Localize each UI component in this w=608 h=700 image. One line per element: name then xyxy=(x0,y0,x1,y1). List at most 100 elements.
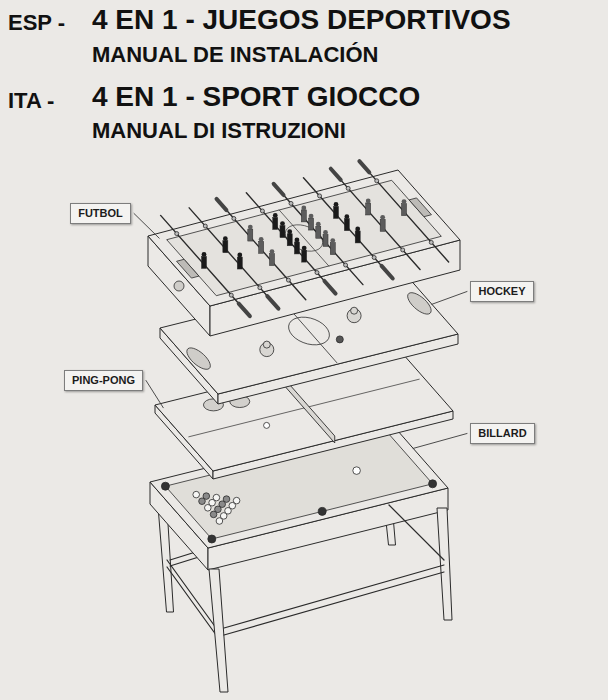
player-head xyxy=(334,202,339,207)
player-head xyxy=(248,225,253,230)
foosball-rod xyxy=(246,193,334,292)
rod-handle xyxy=(217,199,227,210)
foosball-player xyxy=(287,234,292,246)
rod-handle xyxy=(239,304,250,317)
player-head xyxy=(295,238,300,243)
player-head xyxy=(302,246,307,251)
foosball-player xyxy=(301,210,306,222)
player-head xyxy=(309,214,314,219)
language-code: ITA - xyxy=(8,90,54,112)
ball-return-hole xyxy=(174,281,184,291)
player-head xyxy=(287,229,292,234)
leader-line xyxy=(413,434,467,449)
billiard-ball xyxy=(205,505,212,512)
player-head xyxy=(270,249,275,254)
hockey-center-circle xyxy=(289,317,330,345)
rod-bumper xyxy=(429,240,433,244)
rod-bumper xyxy=(315,271,319,275)
table-leg xyxy=(209,569,228,692)
leader-line xyxy=(146,381,163,408)
billiard-pocket xyxy=(429,480,437,488)
callout-label: HOCKEY xyxy=(478,285,525,297)
rod-bumper xyxy=(175,232,179,236)
rod-handle xyxy=(267,296,278,309)
foosball-player xyxy=(366,203,371,215)
ping-pong-ball xyxy=(264,422,270,428)
player-head xyxy=(316,222,321,227)
foosball-rod xyxy=(275,185,363,284)
foosball-player xyxy=(280,226,285,238)
foosball-player xyxy=(316,226,321,238)
billiard-ball xyxy=(210,511,217,518)
foosball-rod xyxy=(218,200,306,299)
foosball-player xyxy=(269,254,274,266)
callout-box: PING-PONG xyxy=(64,370,143,391)
leg-brace xyxy=(224,572,444,635)
foosball-player xyxy=(330,243,335,255)
rod-bumper xyxy=(344,263,348,267)
foosball-player xyxy=(237,257,242,269)
rod-bumper xyxy=(286,278,290,282)
callout-label: BILLARD xyxy=(478,427,526,439)
hockey-mallet-handle xyxy=(351,307,358,314)
rod-handle xyxy=(382,266,393,279)
foosball-player xyxy=(309,218,314,230)
rod-handle xyxy=(324,281,335,294)
foosball-table xyxy=(148,161,460,336)
billiard-ball xyxy=(199,498,206,505)
rod-bumper xyxy=(289,201,293,205)
player-head xyxy=(330,238,335,243)
callout-box: HOCKEY xyxy=(470,281,534,302)
hockey-goal xyxy=(187,348,210,369)
player-head xyxy=(202,252,207,257)
foosball-player xyxy=(223,241,228,253)
foosball-rod xyxy=(332,170,420,269)
rod-bumper xyxy=(260,209,264,213)
foosball-rod xyxy=(161,215,249,314)
callout-box: FUTBOL xyxy=(70,203,131,224)
rod-handle xyxy=(359,161,369,172)
player-head xyxy=(344,214,349,219)
player-head xyxy=(301,205,306,210)
rod-bumper xyxy=(203,224,207,228)
player-head xyxy=(323,230,328,235)
player-head xyxy=(223,236,228,241)
hockey-puck xyxy=(336,336,343,343)
player-head xyxy=(380,215,385,220)
rod-bumper xyxy=(258,286,262,290)
player-head xyxy=(259,237,264,242)
foosball-rod xyxy=(303,178,391,277)
billiard-pocket xyxy=(161,482,169,490)
hockey-mallet-handle xyxy=(263,341,270,348)
foosball-player xyxy=(273,217,278,229)
foosball-player xyxy=(355,231,360,243)
player-head xyxy=(402,199,407,204)
foosball-rod xyxy=(189,208,277,307)
leg-brace xyxy=(224,565,444,628)
foosball-player xyxy=(323,234,328,246)
callout-label: PING-PONG xyxy=(72,374,135,386)
foosball-field xyxy=(167,180,442,295)
leader-line xyxy=(432,292,467,305)
rod-bumper xyxy=(318,194,322,198)
player-head xyxy=(237,253,242,258)
rod-handle xyxy=(274,184,284,195)
foosball-player xyxy=(302,250,307,262)
foosball-player xyxy=(344,219,349,231)
language-code: ESP - xyxy=(8,12,65,34)
hockey-goal xyxy=(408,293,431,314)
foosball-player xyxy=(202,256,207,268)
foosball-goal xyxy=(409,198,431,217)
manual-title: 4 EN 1 - JUEGOS DEPORTIVOS xyxy=(92,6,511,34)
leader-lines xyxy=(134,214,467,449)
billiard-pocket xyxy=(318,507,326,515)
callout-label: FUTBOL xyxy=(78,207,123,219)
player-head xyxy=(280,221,285,226)
rod-bumper xyxy=(375,179,379,183)
foosball-player xyxy=(248,229,253,241)
callout-box: BILLARD xyxy=(470,423,535,444)
foosball-player xyxy=(334,206,339,218)
foosball-player xyxy=(294,242,299,254)
foosball-goal xyxy=(177,259,199,278)
